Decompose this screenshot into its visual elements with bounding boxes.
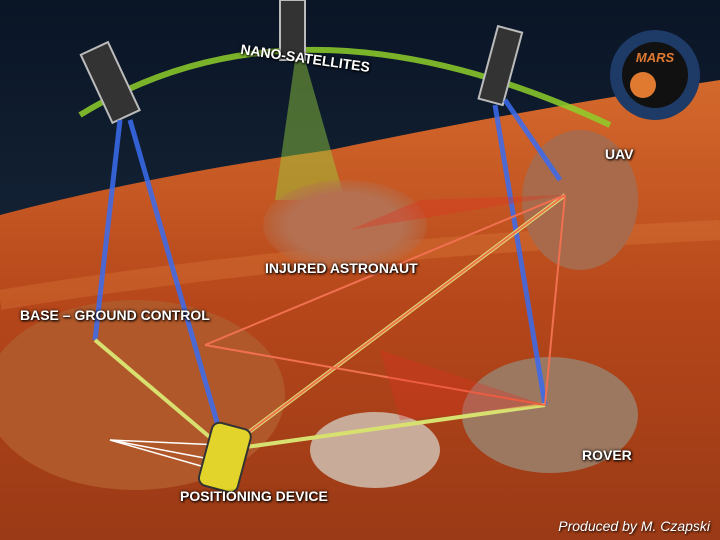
label-positioning-device: POSITIONING DEVICE <box>180 488 328 504</box>
satellite-beam <box>275 60 345 200</box>
label-rover: ROVER <box>582 447 632 463</box>
relay-links <box>204 194 566 451</box>
positioning-device-icon <box>197 421 252 494</box>
satellite-icon <box>79 0 524 125</box>
credit: Produced by M. Czapski <box>558 518 710 534</box>
mars-crew-logo: MARS <box>610 30 700 120</box>
rover-image <box>462 357 638 473</box>
label-injured-astronaut: INJURED ASTRONAUT <box>265 260 418 276</box>
satellite-arc <box>78 46 612 128</box>
astronaut-image <box>263 180 427 270</box>
label-base: BASE – GROUND CONTROL <box>20 307 210 323</box>
astronaut-image-2 <box>310 412 440 488</box>
device-links <box>109 439 221 471</box>
satellite-links <box>92 98 563 451</box>
label-uav: UAV <box>605 146 634 162</box>
svg-text:MARS: MARS <box>636 50 675 65</box>
